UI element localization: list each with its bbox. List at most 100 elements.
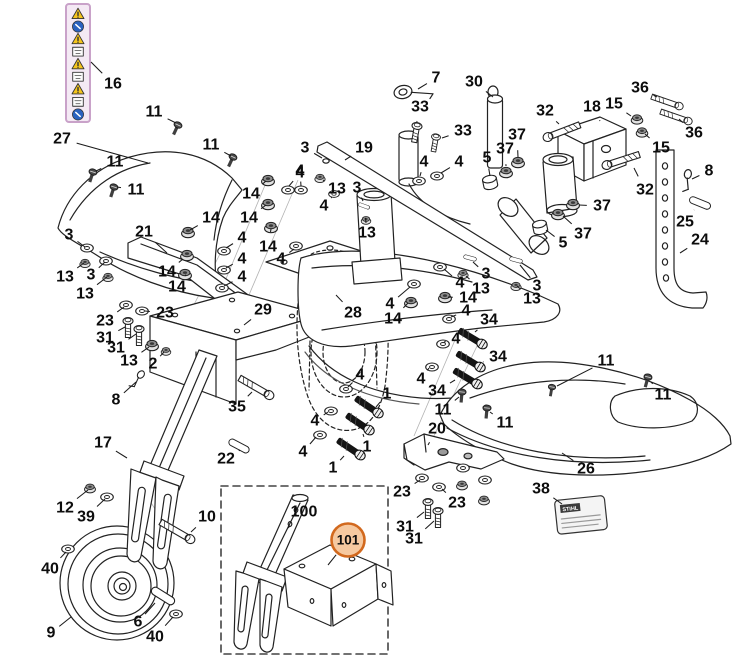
callout-number: 4 [456, 275, 465, 292]
callout-number: 1 [383, 386, 392, 403]
callout-36: 36 [631, 80, 658, 98]
part-16-warning-labels [65, 3, 91, 123]
callout-13: 13 [358, 217, 376, 242]
part-38-rating-sticker: STIHL [554, 495, 608, 535]
leader-line [96, 498, 106, 507]
callout-2: 2 [149, 351, 165, 373]
leader-line [141, 346, 150, 353]
callout-number: 11 [203, 137, 220, 154]
callout-number: 35 [228, 399, 246, 416]
callout-4: 4 [440, 154, 464, 174]
leader-line [269, 228, 272, 233]
callout-29: 29 [243, 302, 272, 326]
callout-14: 14 [158, 258, 184, 281]
callout-12: 12 [56, 489, 89, 517]
callout-11: 11 [650, 381, 672, 404]
leader-line [118, 326, 126, 332]
part-19-brace-rod [316, 141, 538, 281]
callout-number: 19 [355, 140, 373, 157]
part-handlebar-clamp-tube [542, 152, 578, 218]
callout-6: 6 [134, 602, 156, 631]
callout-5: 5 [545, 229, 568, 252]
callout-number: 12 [56, 500, 74, 517]
callout-number: 4 [452, 331, 461, 348]
callout-23: 23 [144, 305, 174, 322]
callout-number: 101 [337, 533, 360, 548]
callout-number: 4 [296, 165, 305, 182]
callout-11: 11 [203, 137, 232, 157]
callout-4: 4 [296, 163, 305, 187]
callout-number: 11 [107, 154, 124, 171]
leader-line [77, 240, 86, 248]
callout-number: 21 [135, 224, 153, 241]
leader-line [225, 243, 234, 249]
leader-line [238, 449, 241, 452]
callout-number: 13 [328, 181, 346, 198]
leader-line [287, 525, 291, 529]
callout-22: 22 [217, 449, 241, 468]
callout-14: 14 [240, 204, 267, 227]
callout-27: 27 [53, 131, 149, 164]
callout-number: 11 [435, 402, 452, 419]
leader-line [653, 94, 658, 98]
leader-line [289, 248, 295, 253]
leader-line [450, 314, 457, 318]
leader-line [424, 520, 435, 530]
callout-number: 4 [356, 367, 365, 384]
callout-number: 10 [198, 509, 216, 526]
callout-5: 5 [483, 150, 492, 177]
callout-34: 34 [482, 349, 507, 366]
leader-line [95, 168, 102, 172]
leader-line [178, 258, 184, 263]
leader-line [633, 167, 639, 177]
callout-24: 24 [679, 232, 709, 254]
callout-1: 1 [329, 455, 345, 477]
callout-number: 4 [320, 198, 329, 215]
callout-3: 3 [301, 140, 323, 159]
leader-line [76, 142, 149, 164]
callout-number: 29 [254, 302, 272, 319]
part-30-lock-pin [486, 85, 504, 169]
leader-line [243, 319, 252, 326]
mandatory-blue-circle-icon [72, 20, 84, 33]
callout-3: 3 [65, 227, 86, 248]
callout-number: 13 [76, 286, 94, 303]
part-frame-weldment [297, 130, 561, 405]
callout-number: 8 [705, 163, 714, 180]
leader-line [678, 118, 684, 124]
leader-line [417, 83, 428, 90]
callout-26: 26 [561, 452, 595, 478]
leader-line [164, 616, 174, 627]
callout-number: 26 [577, 461, 595, 478]
callout-101: 101 [327, 522, 366, 566]
leader-line [224, 151, 232, 157]
callout-4: 4 [386, 286, 411, 313]
callout-4: 4 [225, 251, 247, 269]
leader-line [347, 382, 353, 388]
callout-number: 11 [146, 104, 163, 121]
callout-number: 13 [120, 353, 138, 370]
callout-28: 28 [335, 294, 362, 322]
callout-21: 21 [135, 224, 168, 254]
callout-number: 28 [344, 305, 362, 322]
callout-37: 37 [496, 141, 514, 167]
leader-line [260, 204, 267, 210]
callout-number: 3 [533, 278, 542, 295]
leader-line [330, 196, 333, 199]
callout-number: 13 [472, 281, 490, 298]
leader-line [76, 489, 89, 500]
callout-number: 4 [238, 269, 247, 286]
callout-4: 4 [347, 367, 365, 388]
callout-number: 31 [107, 340, 125, 357]
leader-line [98, 261, 106, 269]
callout-number: 7 [432, 70, 441, 87]
callout-14: 14 [242, 180, 267, 203]
callout-15: 15 [644, 133, 670, 157]
leader-line [441, 488, 447, 494]
callout-number: 14 [240, 210, 258, 227]
callout-13: 13 [56, 262, 85, 286]
callout-number: 37 [496, 141, 514, 158]
callout-number: 3 [87, 267, 96, 284]
callout-14: 14 [168, 274, 187, 296]
warning-triangle-icon [71, 7, 85, 20]
